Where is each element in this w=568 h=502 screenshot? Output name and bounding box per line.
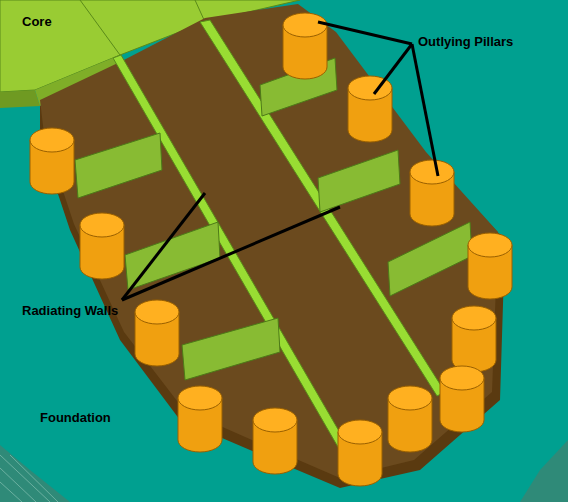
pillar-top	[135, 300, 179, 324]
pillar-top	[253, 408, 297, 432]
central-wall	[113, 20, 445, 454]
radiating-wall	[75, 58, 472, 380]
foundation-label: Foundation	[40, 410, 111, 426]
pillar-top	[440, 366, 484, 390]
pillar-top	[178, 386, 222, 410]
wall-label: Radiating Walls	[22, 303, 118, 319]
pillar-top	[410, 160, 454, 184]
pillar-top	[468, 233, 512, 257]
pillar-top	[338, 420, 382, 444]
foundation-slab	[40, 4, 505, 488]
pillar-top	[30, 128, 74, 152]
pillar-top	[80, 213, 124, 237]
core-label: Core	[22, 14, 52, 30]
pillar-label: Outlying Pillars	[418, 34, 513, 50]
leader-line	[122, 22, 438, 300]
pillar-top	[452, 306, 496, 330]
pillar-top	[283, 13, 327, 37]
pillar-group	[30, 13, 512, 486]
pillar-top	[388, 386, 432, 410]
